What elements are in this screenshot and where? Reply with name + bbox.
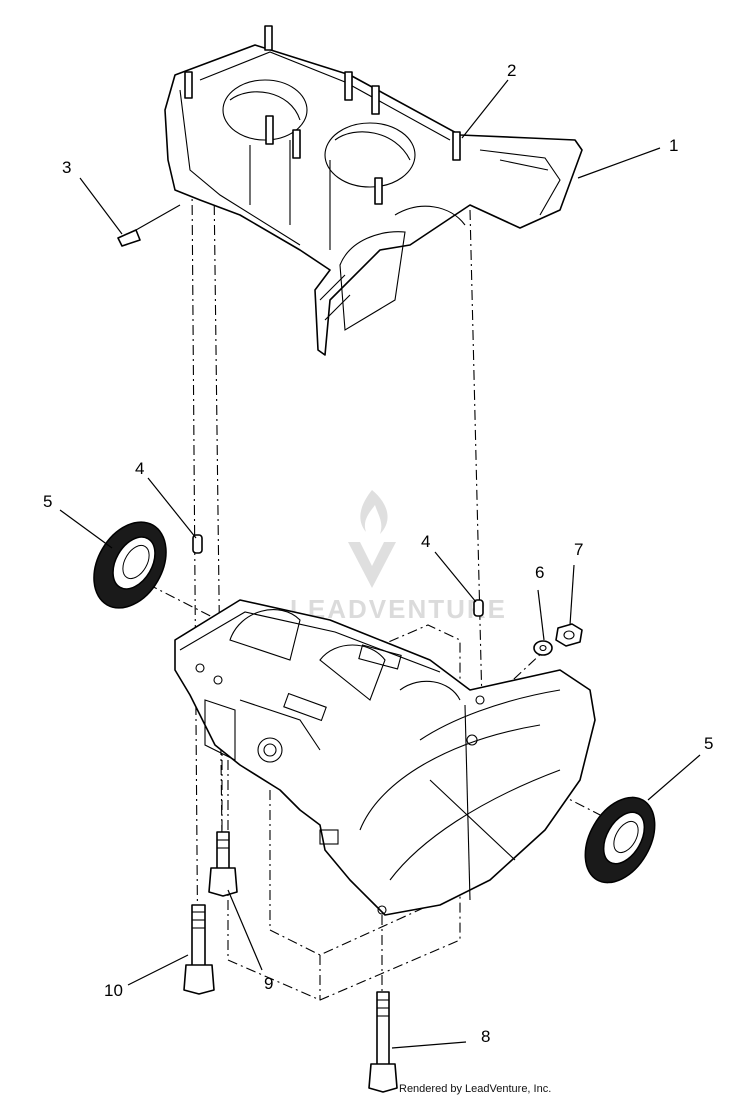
oil-seal-right <box>584 796 656 884</box>
bolt-8 <box>368 991 398 1093</box>
bolt-10 <box>183 904 215 995</box>
callout-5-left: 5 <box>43 492 52 511</box>
callout-1: 1 <box>669 136 678 155</box>
callout-5-right: 5 <box>704 734 713 753</box>
washer <box>533 640 553 656</box>
dowel-pin <box>117 204 181 247</box>
callout-9: 9 <box>264 974 273 993</box>
footer-credit: Rendered by LeadVenture, Inc. <box>399 1083 552 1095</box>
dowel-pins <box>192 534 484 617</box>
nut <box>555 623 583 647</box>
callout-8: 8 <box>481 1027 490 1046</box>
lower-crankcase <box>174 599 596 916</box>
alignment-lines <box>129 184 611 1001</box>
callout-4-right: 4 <box>421 532 430 551</box>
callout-4-left: 4 <box>135 459 144 478</box>
watermark-v-icon <box>348 542 396 588</box>
bolt-9 <box>208 831 238 897</box>
callout-10: 10 <box>104 981 123 1000</box>
callout-6: 6 <box>535 563 544 582</box>
leader-lines <box>59 79 701 1049</box>
callout-2: 2 <box>507 61 516 80</box>
callout-7: 7 <box>574 540 583 559</box>
callout-3: 3 <box>62 158 71 177</box>
studs <box>184 25 461 205</box>
callouts: 1 2 3 4 4 5 5 6 7 8 9 10 <box>43 61 713 1046</box>
oil-seal-left <box>93 521 167 609</box>
flame-icon <box>360 490 388 534</box>
upper-crankcase <box>164 25 583 356</box>
